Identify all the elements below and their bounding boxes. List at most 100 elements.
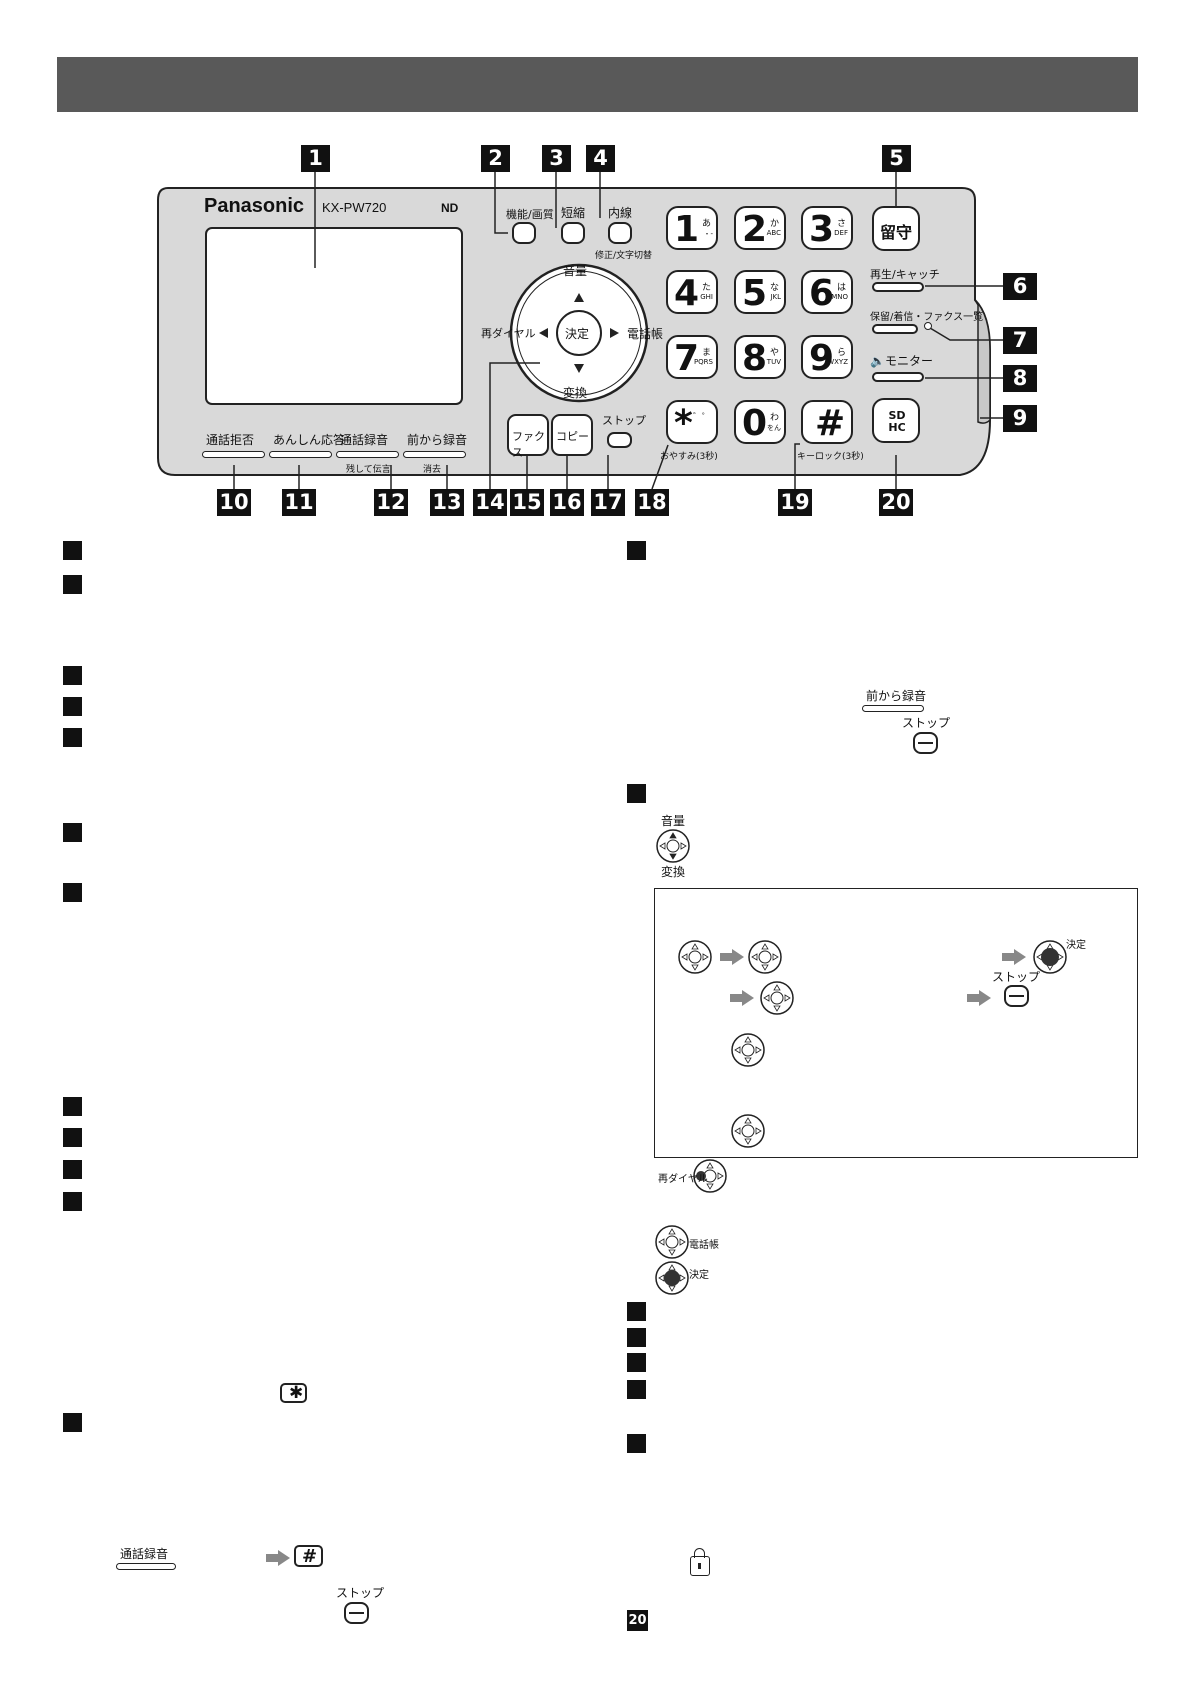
maekara-strip bbox=[862, 705, 924, 712]
horyu-label: 保留/着信・ファクス一覧 bbox=[870, 312, 984, 323]
key-star[interactable]: *゛゜ bbox=[666, 400, 718, 444]
keylock-label: キーロック(3秒) bbox=[797, 452, 864, 462]
item-marker bbox=[63, 728, 82, 747]
callout-4: 4 bbox=[586, 145, 615, 172]
shusei-label: 修正/文字切替 bbox=[595, 251, 653, 261]
item-marker bbox=[63, 575, 82, 594]
callout-20: 20 bbox=[879, 489, 913, 516]
saidial-text: 再ダイヤル bbox=[658, 1174, 708, 1185]
key-alpha: MNO bbox=[831, 293, 848, 301]
callout-7: 7 bbox=[1003, 327, 1037, 354]
maekara-text: 前から録音 bbox=[866, 689, 927, 703]
tanshuku-label: 短縮 bbox=[561, 206, 586, 220]
key-alpha: JKL bbox=[770, 293, 781, 301]
lock-icon bbox=[690, 1548, 710, 1576]
title-bar bbox=[57, 57, 1138, 112]
item-marker bbox=[627, 784, 646, 803]
instruction-box bbox=[654, 888, 1138, 1158]
naisen-label: 内線 bbox=[608, 206, 633, 220]
oyasumi-label: おやすみ(3秒) bbox=[660, 452, 718, 462]
key-kana: や bbox=[769, 348, 779, 358]
kinou-button[interactable] bbox=[512, 222, 536, 244]
item-marker bbox=[63, 883, 82, 902]
denwacho-text: 電話帳 bbox=[689, 1240, 719, 1251]
key-hash[interactable]: # bbox=[801, 400, 853, 444]
rusu-label: 留守 bbox=[880, 223, 913, 242]
callout-16: 16 bbox=[550, 489, 584, 516]
bottom-button-label: 前から録音 bbox=[407, 433, 468, 447]
key-number: # bbox=[815, 403, 846, 444]
stop-text-box: ストップ bbox=[992, 970, 1041, 984]
key-number: 5 bbox=[742, 273, 768, 314]
naisen-button[interactable] bbox=[608, 222, 632, 244]
item-marker bbox=[627, 1302, 646, 1321]
kettei-label[interactable]: 決定 bbox=[565, 327, 590, 341]
callout-19: 19 bbox=[778, 489, 812, 516]
kinou-label: 機能/画質 bbox=[506, 208, 554, 221]
item-marker bbox=[63, 1160, 82, 1179]
display-screen bbox=[205, 227, 463, 405]
key-kana: か bbox=[769, 219, 779, 229]
key-kana: わ bbox=[769, 413, 779, 423]
callout-10: 10 bbox=[217, 489, 251, 516]
key-kana: さ bbox=[836, 219, 846, 229]
callout-14: 14 bbox=[473, 489, 507, 516]
horyu-button[interactable] bbox=[872, 324, 918, 334]
key-kana: ま bbox=[701, 348, 711, 358]
tanshuku-button[interactable] bbox=[561, 222, 585, 244]
callout-11: 11 bbox=[282, 489, 316, 516]
hash-key-icon: # bbox=[294, 1545, 323, 1567]
nav-icons-layer bbox=[655, 829, 1067, 1295]
sd-slot[interactable]: SD HC bbox=[872, 398, 920, 443]
bottom-button[interactable] bbox=[336, 451, 399, 458]
onryo-label: 音量 bbox=[563, 264, 588, 278]
key-alpha: をん bbox=[767, 424, 781, 432]
stop-text-right: ストップ bbox=[902, 716, 951, 730]
bottom-button[interactable] bbox=[403, 451, 466, 458]
stop-icon-left bbox=[344, 1602, 369, 1624]
kettei-text-box: 決定 bbox=[1066, 940, 1086, 951]
stop-button[interactable] bbox=[607, 432, 632, 448]
item-marker bbox=[627, 1434, 646, 1453]
speaker-icon: 🔈 bbox=[870, 354, 885, 368]
henkan-label: 変換 bbox=[563, 386, 588, 400]
fax-button[interactable]: ファクス bbox=[507, 414, 549, 459]
callout-18: 18 bbox=[635, 489, 669, 516]
bottom-button[interactable] bbox=[269, 451, 332, 458]
onryo-text: 音量 bbox=[661, 814, 686, 828]
item-marker bbox=[63, 1413, 82, 1432]
monitor-button[interactable] bbox=[872, 372, 924, 382]
key-number: 6 bbox=[809, 273, 835, 314]
callout-3: 3 bbox=[542, 145, 571, 172]
stop-text-left: ストップ bbox=[336, 1586, 385, 1600]
bottom-button[interactable] bbox=[202, 451, 265, 458]
key-alpha: TUV bbox=[766, 358, 781, 366]
key-alpha: PQRS bbox=[693, 358, 713, 366]
key-number: 9 bbox=[809, 338, 835, 379]
side-tab bbox=[974, 299, 991, 424]
bottom-button-label: 通話拒否 bbox=[206, 433, 255, 447]
rusu-button[interactable]: 留守 bbox=[872, 206, 920, 251]
nd-mark: ND bbox=[441, 201, 459, 215]
saisei-button[interactable] bbox=[872, 282, 924, 292]
copy-button[interactable]: コピー bbox=[551, 414, 593, 456]
key-alpha: ・- bbox=[703, 230, 713, 238]
key-number: 4 bbox=[674, 273, 700, 314]
item-marker bbox=[63, 541, 82, 560]
sd-icon: SD HC bbox=[888, 409, 906, 434]
key-kana: ゛゜ bbox=[692, 413, 711, 423]
item-marker bbox=[627, 541, 646, 560]
key-kana: ら bbox=[836, 348, 846, 358]
saidial-label: 再ダイヤル bbox=[481, 327, 536, 340]
bottom-button-sublabel: 消去 bbox=[423, 465, 442, 475]
